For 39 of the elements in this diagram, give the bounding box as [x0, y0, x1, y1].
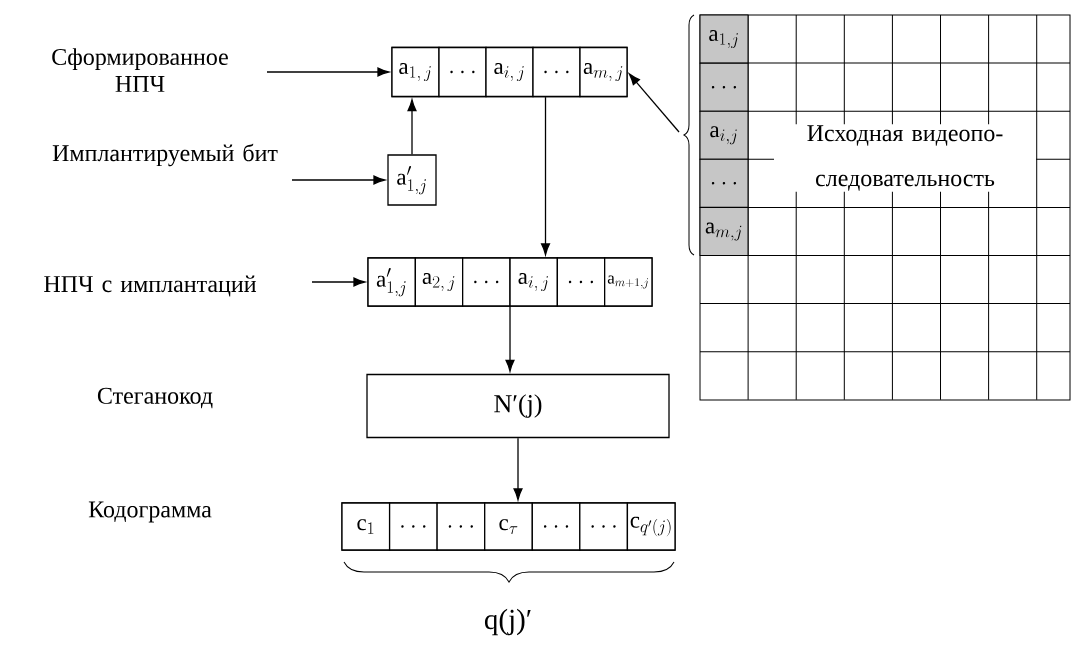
step-label: НПЧ с имплантаций: [44, 275, 256, 297]
shaded-cell: $\ldots$: [699, 158, 749, 208]
array-cell: $\mathrm{a}_{1,\,j}$: [391, 46, 440, 98]
step-label: Имплантируемый бит: [52, 143, 278, 167]
arrow: [505, 306, 515, 372]
arrow: [291, 175, 386, 185]
array-cell: $\mathrm{a}'_{1,j}$: [387, 154, 437, 206]
array-cell: $\ldots$: [436, 502, 486, 551]
array-cell: $\ldots$: [531, 502, 581, 551]
brace-label: q(j)′: [484, 608, 531, 636]
array-cell: $\mathrm{a}_{i,\,j}$: [485, 46, 534, 98]
array-cell: $\ldots$: [462, 257, 511, 307]
array-cell: $\mathrm{c}_{\tau}$: [484, 502, 533, 551]
shaded-cell: $\mathrm{a}_{1,j}$: [699, 14, 749, 64]
step-label: Кодограмма: [88, 501, 212, 523]
arrow: [540, 96, 551, 256]
arrow: [311, 277, 366, 287]
array-cell: $\mathrm{c}_{1}$: [341, 502, 391, 551]
arrow: [628, 73, 680, 133]
array-cell: $\mathrm{a}'_{1,j}$: [367, 257, 416, 307]
arrow: [407, 99, 417, 155]
array-cell: $\ldots$: [579, 502, 629, 551]
array-cell: $\mathrm{a}_{2,\,j}$: [414, 257, 464, 307]
arrow: [266, 67, 390, 77]
step-label: Стеганокод: [97, 387, 213, 409]
shaded-cell: $\mathrm{a}_{i,j}$: [699, 110, 749, 160]
array-cell: $\mathrm{a}_{m+1,j}$: [604, 257, 653, 307]
array-cell: $\ldots$: [556, 257, 606, 307]
shaded-cell: $\ldots$: [699, 62, 749, 112]
array-cell: $\mathrm{c}_{q'(j)}$: [626, 502, 676, 551]
array-cell: $\mathrm{a}_{m,\,j}$: [579, 46, 628, 98]
array-cell: $\mathrm{a}_{i,\,j}$: [509, 257, 558, 307]
step-label: Сформированное НПЧ: [52, 48, 228, 92]
array-cell: $\ldots$: [388, 502, 438, 551]
arrow: [513, 437, 523, 501]
shaded-cell: $\mathrm{a}_{m,j}$: [699, 206, 749, 257]
array-cell: $\ldots$: [532, 46, 581, 98]
code-box: N′(j): [366, 373, 670, 439]
array-cell: $\ldots$: [438, 46, 487, 98]
